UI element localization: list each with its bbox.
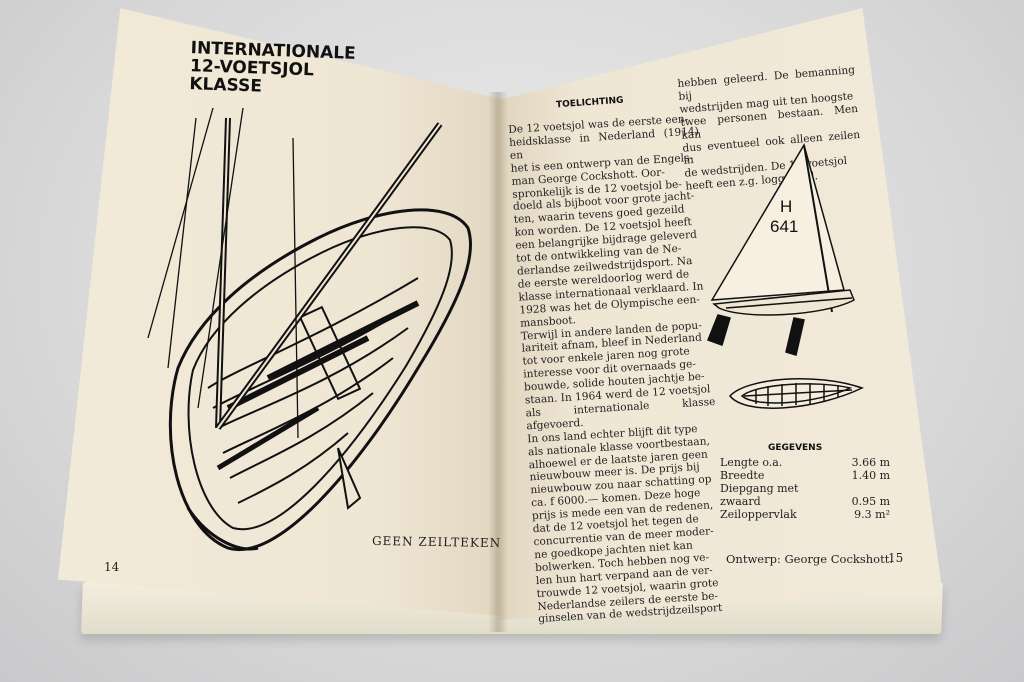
right-page-number: 15 — [888, 551, 904, 565]
sail-profile-illustration: H 641 — [707, 143, 855, 356]
sail-number-line1: H — [780, 197, 792, 216]
specs-table: Lengte o.a. 3.66 m Breedte 1.40 m Diepga… — [720, 456, 890, 521]
spec-row-beam: Breedte 1.40 m — [720, 469, 890, 482]
spec-label: Diepgang met — [720, 482, 799, 495]
spec-row-centreboard: zwaard 0.95 m — [720, 495, 890, 508]
specs-heading: GEGEVENS — [768, 443, 823, 453]
book-gutter — [488, 92, 508, 632]
sail-number-line2: 641 — [770, 217, 798, 236]
spec-row-draft: Diepgang met — [720, 482, 890, 495]
spec-value: 9.3 m² — [854, 508, 890, 521]
spec-row-sail-area: Zeiloppervlak 9.3 m² — [720, 508, 890, 521]
left-page-number: 14 — [104, 560, 120, 574]
spec-label: Breedte — [720, 469, 765, 482]
spec-value: 1.40 m — [851, 469, 890, 482]
right-page — [500, 8, 942, 620]
spec-label: Lengte o.a. — [720, 456, 783, 469]
spec-value: 3.66 m — [851, 456, 890, 469]
dinghy-illustration — [147, 108, 473, 551]
deck-plan-illustration — [729, 377, 864, 409]
spec-label: Zeiloppervlak — [720, 508, 797, 521]
spec-value: 0.95 m — [851, 495, 890, 508]
design-credit: Ontwerp: George Cockshott. — [726, 552, 893, 566]
caption-no-sail-mark: GEEN ZEILTEKEN — [371, 533, 502, 551]
spec-row-length: Lengte o.a. 3.66 m — [720, 456, 890, 469]
page-title: INTERNATIONALE 12-VOETSJOL KLASSE — [189, 38, 357, 97]
spec-label: zwaard — [720, 495, 761, 508]
